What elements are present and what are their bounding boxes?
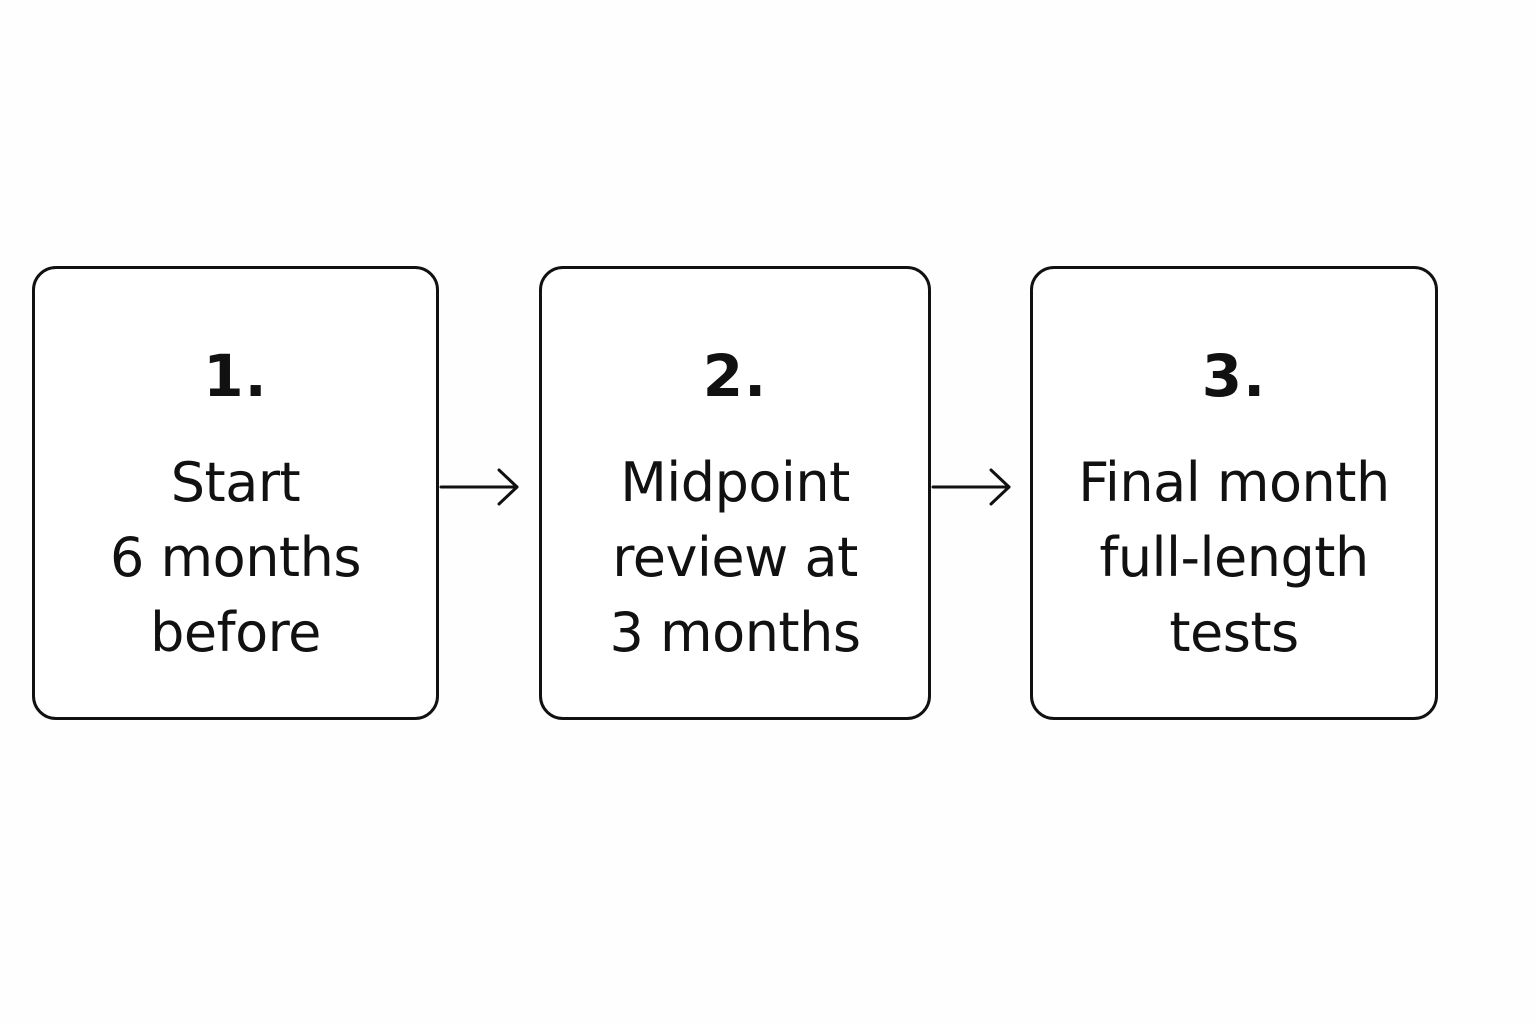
step-3-box: 3. Final month full-length tests	[1030, 266, 1438, 720]
step-3-text: Final month full-length tests	[1033, 445, 1435, 670]
step-3-text-line-3: tests	[1169, 601, 1299, 664]
step-1-text: Start 6 months before	[35, 445, 436, 670]
step-1-text-line-3: before	[150, 601, 321, 664]
step-1-text-line-2: 6 months	[110, 526, 361, 589]
step-1-box: 1. Start 6 months before	[32, 266, 439, 720]
step-2-text: Midpoint review at 3 months	[542, 445, 928, 670]
step-3-number: 3.	[1201, 342, 1267, 410]
step-3-text-line-2: full-length	[1099, 526, 1369, 589]
arrow-right-icon	[439, 468, 519, 506]
step-2-text-line-2: review at	[612, 526, 858, 589]
step-1-text-line-1: Start	[170, 451, 301, 514]
step-2-number: 2.	[702, 342, 768, 410]
arrow-right-icon	[931, 468, 1011, 506]
step-2-box: 2. Midpoint review at 3 months	[539, 266, 931, 720]
step-1-number: 1.	[203, 342, 268, 410]
step-2-text-line-1: Midpoint	[620, 451, 850, 514]
step-2-text-line-3: 3 months	[609, 601, 861, 664]
step-3-text-line-1: Final month	[1078, 451, 1390, 514]
